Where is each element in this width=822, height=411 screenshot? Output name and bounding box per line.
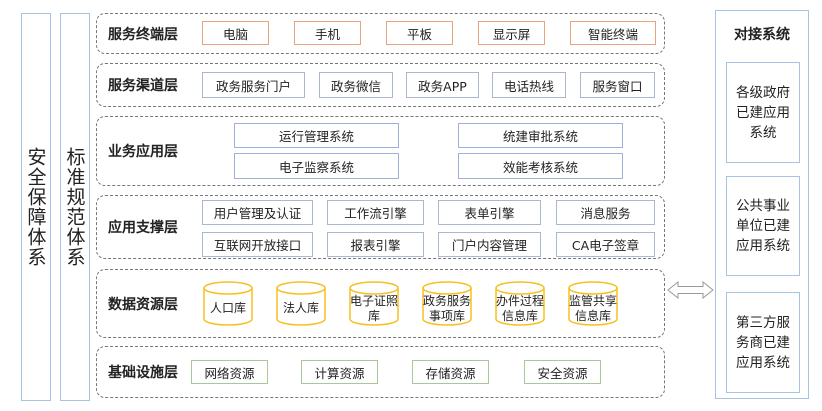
infra-item: 存储资源 [412,360,489,384]
application-item: 电子监察系统 [234,153,399,179]
standards-system-column: 标准规范体系 [60,13,90,401]
terminal-item: 手机 [294,21,361,45]
database-cylinder: 监管共享信息库 [568,281,618,326]
integration-system-item: 第三方服务商已建应用系统 [726,292,800,393]
terminal-item: 平板 [386,21,453,45]
layer-title: 基础设施层 [108,365,178,381]
layer-title: 服务终端层 [108,26,178,43]
layer-title: 业务应用层 [108,144,178,160]
integration-system-item: 各级政府已建应用系统 [726,62,800,163]
layer-service-channel [96,63,665,107]
channel-item: 电话热线 [492,72,566,98]
infra-item: 安全资源 [524,360,601,384]
application-item: 效能考核系统 [458,153,623,179]
database-icon [349,281,399,326]
application-item: 运行管理系统 [234,123,399,148]
database-label: 人口库 [209,301,246,315]
support-item: 用户管理及认证 [202,200,313,225]
channel-item: 政务APP [406,72,479,98]
terminal-item: 显示屏 [478,21,545,45]
database-icon [568,281,618,326]
infra-item: 网络资源 [191,360,268,384]
integration-systems-panel [715,10,809,399]
support-item: 报表引擎 [327,232,424,257]
database-cylinder: 法人库 [276,281,326,326]
layer-title: 应用支撑层 [108,220,178,236]
layer-infrastructure [96,346,665,398]
security-system-column: 安全保障体系 [21,13,51,401]
support-item: 消息服务 [556,200,655,225]
layer-application-support [96,195,665,259]
database-label: 电子证照库 [349,293,398,323]
database-label: 政务服务事项库 [422,293,471,323]
database-icon [422,281,472,326]
support-item: CA电子签章 [556,232,655,257]
support-item: 互联网开放接口 [202,232,313,257]
database-cylinder: 政务服务事项库 [422,281,472,326]
infra-item: 计算资源 [301,360,378,384]
application-item: 统建审批系统 [458,123,623,148]
layer-title: 服务渠道层 [108,78,178,94]
database-icon [495,281,545,326]
database-icon [276,281,326,326]
database-label: 监管共享信息库 [568,293,617,323]
terminal-item: 电脑 [202,21,269,45]
panel-title: 对接系统 [734,27,790,43]
channel-item: 政务微信 [319,72,393,98]
layer-data-resource [96,269,665,338]
channel-item: 服务窗口 [580,72,655,98]
support-item: 表单引擎 [438,200,541,225]
layer-service-terminal [96,13,665,54]
support-item: 门户内容管理 [438,232,541,257]
database-label: 法人库 [282,301,319,315]
database-cylinder: 办件过程信息库 [495,281,545,326]
integration-system-item: 公共事业单位已建应用系统 [726,176,800,276]
standards-system-label: 标准规范体系 [63,147,86,267]
database-cylinder: 人口库 [203,281,253,326]
database-icon [203,281,253,326]
layer-title: 数据资源层 [108,296,178,313]
layer-business-application [96,116,665,186]
terminal-item: 智能终端 [570,21,656,45]
database-cylinder: 电子证照库 [349,281,399,326]
security-system-label: 安全保障体系 [24,147,47,267]
database-label: 办件过程信息库 [495,293,544,323]
double-arrow-icon [667,281,714,299]
channel-item: 政务服务门户 [202,72,305,98]
support-item: 工作流引擎 [327,200,424,225]
